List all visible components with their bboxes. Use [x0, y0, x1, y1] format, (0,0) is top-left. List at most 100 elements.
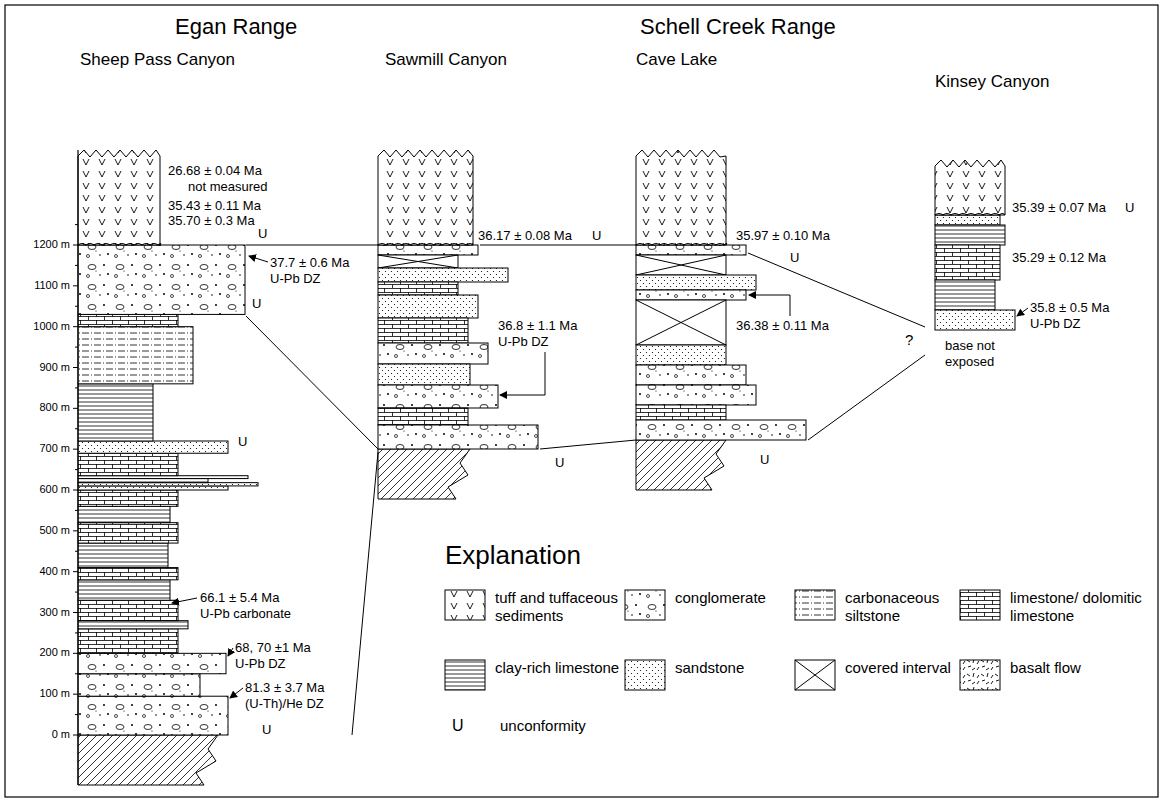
covered-cross: [636, 300, 726, 345]
age-label: (U-Th)/He DZ: [245, 696, 324, 711]
legend-text: basalt flow: [1010, 659, 1081, 676]
depth-tick: [75, 673, 78, 674]
rock-unit: [78, 543, 168, 567]
leader-arrow: [249, 256, 268, 262]
depth-label: 500 m: [39, 524, 70, 536]
rock-unit: [636, 245, 746, 255]
rock-unit: [78, 327, 193, 384]
age-label: 35.43 ± 0.11 Ma: [168, 198, 261, 213]
age-label-holder: 66.1 ± 5.4 Ma: [200, 590, 279, 606]
age-label-holder: 35.8 ± 0.5 Ma: [1030, 300, 1109, 316]
depth-label: 300 m: [39, 606, 70, 618]
leader-arrow: [228, 648, 233, 656]
depth-tick: [73, 653, 78, 654]
legend-text: sandstone: [675, 659, 744, 676]
depth-label-holder: 1200 m: [33, 238, 70, 251]
age-label-holder: not measured: [188, 179, 268, 195]
unconformity-symbol-holder: U: [262, 722, 271, 738]
rock-unit: [78, 314, 178, 326]
depth-label-holder: 1000 m: [33, 320, 70, 333]
correlation-line: [748, 253, 925, 327]
depth-tick: [73, 285, 78, 286]
depth-label: 800 m: [39, 401, 70, 413]
age-label: 35.29 ± 0.12 Ma: [1012, 250, 1106, 265]
age-label: 26.68 ± 0.04 Ma: [168, 163, 262, 178]
rock-unit: [378, 343, 488, 364]
depth-tick: [75, 428, 78, 429]
rock-unit: [378, 408, 468, 425]
rock-unit: [636, 290, 746, 300]
depth-tick: [75, 306, 78, 307]
basement-rock: [636, 440, 726, 490]
legend-swatch: [960, 590, 1000, 620]
query-mark-holder: ?: [905, 331, 913, 349]
unconformity-symbol: U: [238, 434, 247, 449]
age-label: 36.38 ± 0.11 Ma: [736, 318, 829, 333]
depth-tick: [73, 449, 78, 450]
leader-arrow: [172, 598, 197, 603]
figure-frame: [5, 5, 1158, 797]
rock-unit: [378, 282, 458, 295]
basement-rock: [78, 735, 218, 785]
age-label: 66.1 ± 5.4 Ma: [200, 590, 279, 605]
rock-unit: [78, 653, 226, 673]
rock-unit: [78, 384, 153, 441]
unconformity-symbol-holder: U: [452, 716, 464, 735]
legend-heading: Explanation: [445, 540, 581, 570]
legend-text: clay-rich limestone: [495, 659, 619, 676]
legend-text-holder: tuff and tuffaceous sediments: [495, 589, 620, 625]
depth-label-holder: 800 m: [39, 401, 70, 414]
rock-unit: [78, 506, 170, 522]
rock-unit: [935, 280, 995, 310]
rock-unit: [636, 365, 746, 385]
depth-tick: [73, 367, 78, 368]
tuff-unit: [78, 150, 160, 245]
depth-label-holder: 1100 m: [34, 279, 70, 292]
depth-label-holder: 200 m: [39, 646, 70, 659]
range-heading: Egan Range: [175, 14, 297, 39]
depth-tick: [73, 735, 78, 736]
rock-unit: [78, 479, 208, 483]
unconformity-symbol-holder: U: [252, 296, 261, 312]
depth-label: 1100 m: [34, 279, 70, 291]
rock-unit: [78, 580, 170, 600]
rock-unit: [378, 318, 468, 343]
depth-label: 700 m: [39, 442, 70, 454]
age-label: 36.17 ± 0.08 Ma: [478, 228, 572, 243]
unconformity-symbol-holder: U: [258, 226, 267, 242]
age-label: U-Pb DZ: [235, 656, 286, 671]
depth-label: 0 m: [52, 728, 70, 740]
unconformity-symbol-holder: U: [555, 455, 564, 471]
depth-tick: [75, 551, 78, 552]
depth-label-holder: 600 m: [39, 483, 70, 496]
depth-tick: [75, 714, 78, 715]
age-label-holder: U-Pb DZ: [235, 656, 286, 672]
age-label: 35.97 ± 0.10 Ma: [736, 228, 830, 243]
legend-swatch: [960, 660, 1000, 690]
depth-label: 100 m: [39, 687, 70, 699]
section-name: Cave Lake: [636, 50, 717, 69]
leader-arrow: [500, 352, 545, 395]
legend-text-holder: sandstone: [675, 659, 790, 677]
section-name: Kinsey Canyon: [935, 72, 1049, 91]
age-label-holder: 37.7 ± 0.6 Ma: [270, 255, 349, 271]
depth-tick: [75, 592, 78, 593]
section-name-holder: Kinsey Canyon: [935, 72, 1049, 92]
depth-tick: [73, 326, 78, 327]
depth-label-holder: 100 m: [39, 687, 70, 700]
age-label-holder: 68, 70 ±1 Ma: [235, 640, 311, 656]
covered-interval: [636, 255, 726, 275]
covered-interval: [636, 300, 726, 345]
correlation-line: [246, 245, 378, 246]
depth-tick: [73, 571, 78, 572]
rock-unit: [935, 215, 1000, 225]
depth-label: 1200 m: [33, 238, 70, 250]
unconformity-symbol-holder: U: [238, 434, 247, 450]
age-label: U-Pb DZ: [498, 334, 549, 349]
depth-tick: [73, 408, 78, 409]
rock-unit: [78, 600, 178, 620]
legend-text: limestone/ dolomitic limestone: [1010, 589, 1142, 624]
unconformity-symbol: U: [258, 226, 267, 241]
age-label: 81.3 ± 3.7 Ma: [245, 680, 324, 695]
correlation-line: [808, 355, 925, 440]
